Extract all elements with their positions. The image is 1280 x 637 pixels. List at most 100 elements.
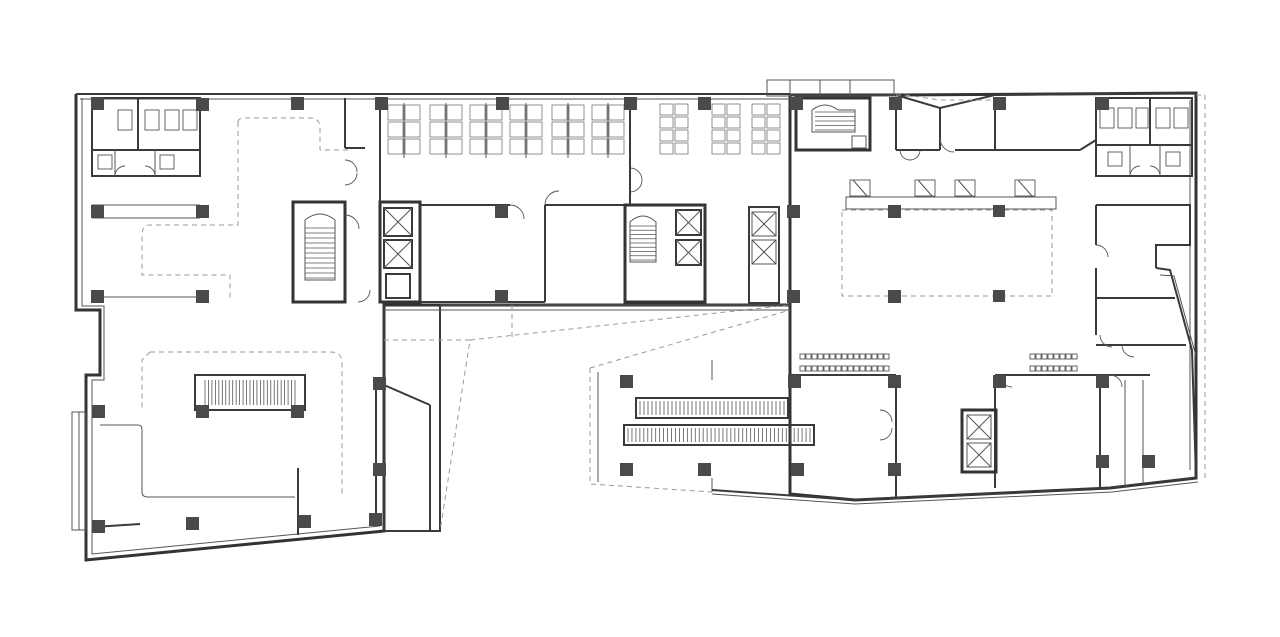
desk xyxy=(726,142,741,155)
seat xyxy=(877,365,884,372)
desk xyxy=(726,116,741,129)
seat xyxy=(883,353,890,360)
column xyxy=(495,290,508,303)
desk xyxy=(551,104,568,121)
top-right-stair xyxy=(794,96,872,152)
column xyxy=(91,97,104,110)
seat xyxy=(799,353,806,360)
seat xyxy=(1053,365,1060,372)
seat xyxy=(811,365,818,372)
seat xyxy=(847,353,854,360)
column xyxy=(787,290,800,303)
column xyxy=(291,405,304,418)
column xyxy=(993,205,1005,217)
seat xyxy=(1065,353,1072,360)
center-core xyxy=(623,98,780,304)
column xyxy=(698,463,711,476)
desk xyxy=(766,142,781,155)
desk xyxy=(751,103,766,116)
column xyxy=(993,97,1006,110)
seat xyxy=(1035,365,1042,372)
column xyxy=(291,97,304,110)
column xyxy=(373,463,386,476)
desk xyxy=(591,104,608,121)
desk xyxy=(404,138,421,155)
seat xyxy=(1071,365,1078,372)
desk xyxy=(711,129,726,142)
desk xyxy=(608,138,625,155)
desk xyxy=(486,121,503,138)
desk xyxy=(751,142,766,155)
column xyxy=(92,520,105,533)
desk xyxy=(659,116,674,129)
column xyxy=(1096,455,1109,468)
column xyxy=(993,375,1006,388)
seat xyxy=(829,353,836,360)
desk xyxy=(446,104,463,121)
desk xyxy=(469,104,486,121)
desk xyxy=(726,129,741,142)
seat xyxy=(883,365,890,372)
left-wing xyxy=(91,97,306,535)
seat xyxy=(1035,353,1042,360)
seat xyxy=(853,353,860,360)
seat xyxy=(841,365,848,372)
desk xyxy=(387,138,404,155)
column xyxy=(888,375,901,388)
desk xyxy=(526,138,543,155)
desk xyxy=(429,138,446,155)
seat xyxy=(799,365,806,372)
desk xyxy=(591,138,608,155)
column xyxy=(196,205,209,218)
seat xyxy=(1047,353,1054,360)
seat xyxy=(805,353,812,360)
desk xyxy=(711,103,726,116)
desk xyxy=(446,121,463,138)
column xyxy=(1096,375,1109,388)
right-wing xyxy=(790,97,1193,498)
seat xyxy=(865,365,872,372)
building-envelope xyxy=(71,79,1206,562)
column xyxy=(620,375,633,388)
desk xyxy=(608,104,625,121)
seat xyxy=(1041,365,1048,372)
column xyxy=(196,98,209,111)
chair-mark xyxy=(957,179,973,197)
seat xyxy=(859,365,866,372)
desk xyxy=(766,116,781,129)
seat xyxy=(817,353,824,360)
column xyxy=(196,290,209,303)
dashed-zones xyxy=(141,94,1053,495)
seat xyxy=(847,365,854,372)
seat xyxy=(823,365,830,372)
escalator-left xyxy=(204,380,296,405)
seat xyxy=(877,353,884,360)
desk xyxy=(659,103,674,116)
column xyxy=(1096,97,1109,110)
escalator-center xyxy=(623,360,815,492)
seat xyxy=(805,365,812,372)
seat xyxy=(817,365,824,372)
column xyxy=(620,463,633,476)
column xyxy=(888,205,901,218)
desk xyxy=(404,121,421,138)
seat xyxy=(1059,353,1066,360)
desk xyxy=(766,103,781,116)
desk xyxy=(526,121,543,138)
seat xyxy=(1053,353,1060,360)
seat xyxy=(841,353,848,360)
column xyxy=(698,97,711,110)
column xyxy=(196,405,209,418)
desk xyxy=(429,121,446,138)
seat xyxy=(853,365,860,372)
column xyxy=(888,463,901,476)
desk xyxy=(751,129,766,142)
seat xyxy=(1029,365,1036,372)
desk xyxy=(711,142,726,155)
seat xyxy=(835,365,842,372)
column xyxy=(787,205,800,218)
seat xyxy=(1071,353,1078,360)
column xyxy=(496,97,509,110)
